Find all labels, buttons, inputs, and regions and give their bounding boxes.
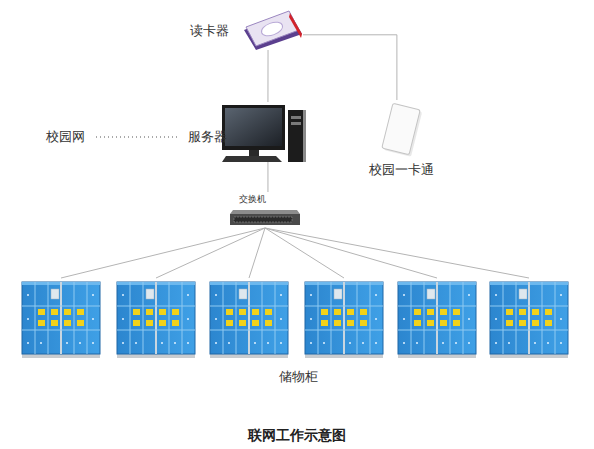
card-reader: 读卡器 <box>188 12 303 50</box>
connector-line <box>267 162 268 192</box>
connector-line <box>265 228 529 278</box>
connector-line <box>265 228 437 278</box>
node-label: 服务器 <box>188 129 238 145</box>
node-label: 交换机 <box>239 194 279 205</box>
node-label: 校园一卡通 <box>360 162 442 178</box>
card-reader-body <box>244 13 302 50</box>
drive-bay <box>291 116 301 119</box>
campus-card <box>382 103 420 154</box>
storage-cabinet <box>22 282 100 358</box>
node-label: 读卡器 <box>190 23 240 39</box>
connector-line <box>249 228 265 278</box>
card-reader-stripe <box>289 13 302 38</box>
keyboard <box>222 156 282 162</box>
drive-bay <box>291 122 301 125</box>
node-label: 储物柜 <box>18 369 578 385</box>
storage-cabinet <box>398 282 476 358</box>
switch-body <box>230 214 300 225</box>
card-reader-pad <box>260 20 285 39</box>
monitor-frame <box>222 105 285 150</box>
switch-ports <box>234 217 292 222</box>
network-leader <box>96 136 180 137</box>
network-label: 校园网 <box>46 129 85 145</box>
server: 服务器 <box>185 102 315 162</box>
server-tower-edge <box>303 110 306 162</box>
connector-line <box>267 50 268 102</box>
switch-top <box>230 210 300 214</box>
monitor-screen <box>225 108 282 146</box>
diagram-caption: 联网工作示意图 <box>0 427 594 444</box>
campus-card: 校园一卡通 <box>360 100 442 182</box>
connector-line <box>61 228 265 278</box>
monitor-stand <box>249 150 259 156</box>
connector-line <box>303 35 397 100</box>
storage-cabinet <box>305 282 383 358</box>
storage-cabinet <box>117 282 195 358</box>
network-switch: 交换机 <box>228 192 302 228</box>
storage-cabinets: 储物柜 <box>18 278 574 390</box>
server-tower <box>288 110 306 162</box>
connector-line <box>156 228 265 278</box>
card-reader-top <box>246 11 299 46</box>
card-shadow <box>384 105 422 156</box>
storage-cabinet <box>490 282 568 358</box>
storage-cabinet <box>210 282 288 358</box>
